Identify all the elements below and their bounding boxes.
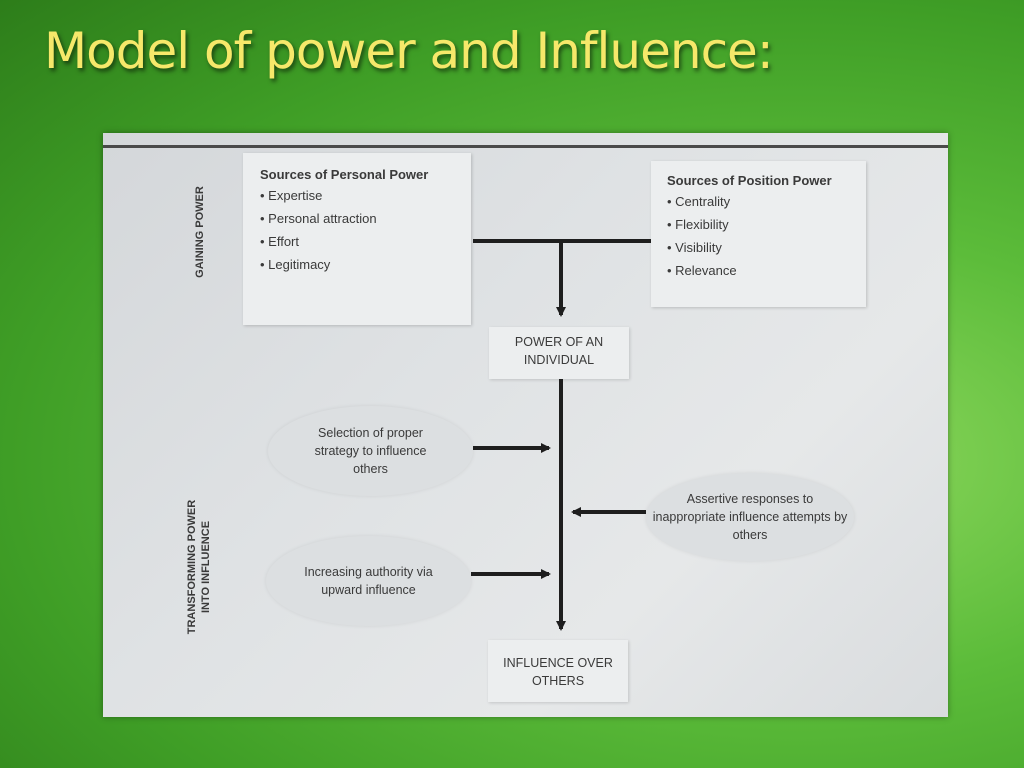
slide-title: Model of power and Influence:	[44, 22, 774, 80]
personal-power-heading: Sources of Personal Power	[260, 167, 429, 182]
list-item: Relevance	[667, 263, 866, 278]
list-item: Effort	[260, 234, 471, 249]
strategy-ellipse: Selection of proper strategy to influenc…	[268, 406, 473, 496]
strategy-ellipse-label: Selection of proper strategy to influenc…	[314, 426, 427, 476]
list-item: Personal attraction	[260, 211, 471, 226]
power-node-label: POWER OF AN INDIVIDUAL	[514, 335, 604, 367]
personal-power-list: Expertise Personal attraction Effort Leg…	[260, 188, 471, 272]
position-power-heading: Sources of Position Power	[667, 173, 832, 188]
top-rule	[103, 145, 948, 148]
assertive-ellipse-label: Assertive responses to inappropriate inf…	[652, 492, 848, 542]
list-item: Expertise	[260, 188, 471, 203]
list-item: Visibility	[667, 240, 866, 255]
authority-ellipse: Increasing authority via upward influenc…	[266, 536, 471, 626]
connector-arrows	[471, 239, 651, 631]
position-power-list: Centrality Flexibility Visibility Releva…	[667, 194, 866, 278]
assertive-ellipse: Assertive responses to inappropriate inf…	[646, 473, 854, 561]
authority-ellipse-label: Increasing authority via upward influenc…	[304, 565, 433, 597]
list-item: Legitimacy	[260, 257, 471, 272]
position-power-box: Sources of Position Power Centrality Fle…	[651, 161, 866, 307]
diagram-photo: GAINING POWER TRANSFORMING POWER INTO IN…	[103, 133, 948, 717]
list-item: Flexibility	[667, 217, 866, 232]
influence-over-others-node: INFLUENCE OVER OTHERS	[488, 640, 628, 702]
power-of-individual-node: POWER OF AN INDIVIDUAL	[489, 327, 629, 379]
list-item: Centrality	[667, 194, 866, 209]
personal-power-box: Sources of Personal Power Expertise Pers…	[243, 153, 471, 325]
influence-node-label: INFLUENCE OVER OTHERS	[503, 656, 613, 688]
